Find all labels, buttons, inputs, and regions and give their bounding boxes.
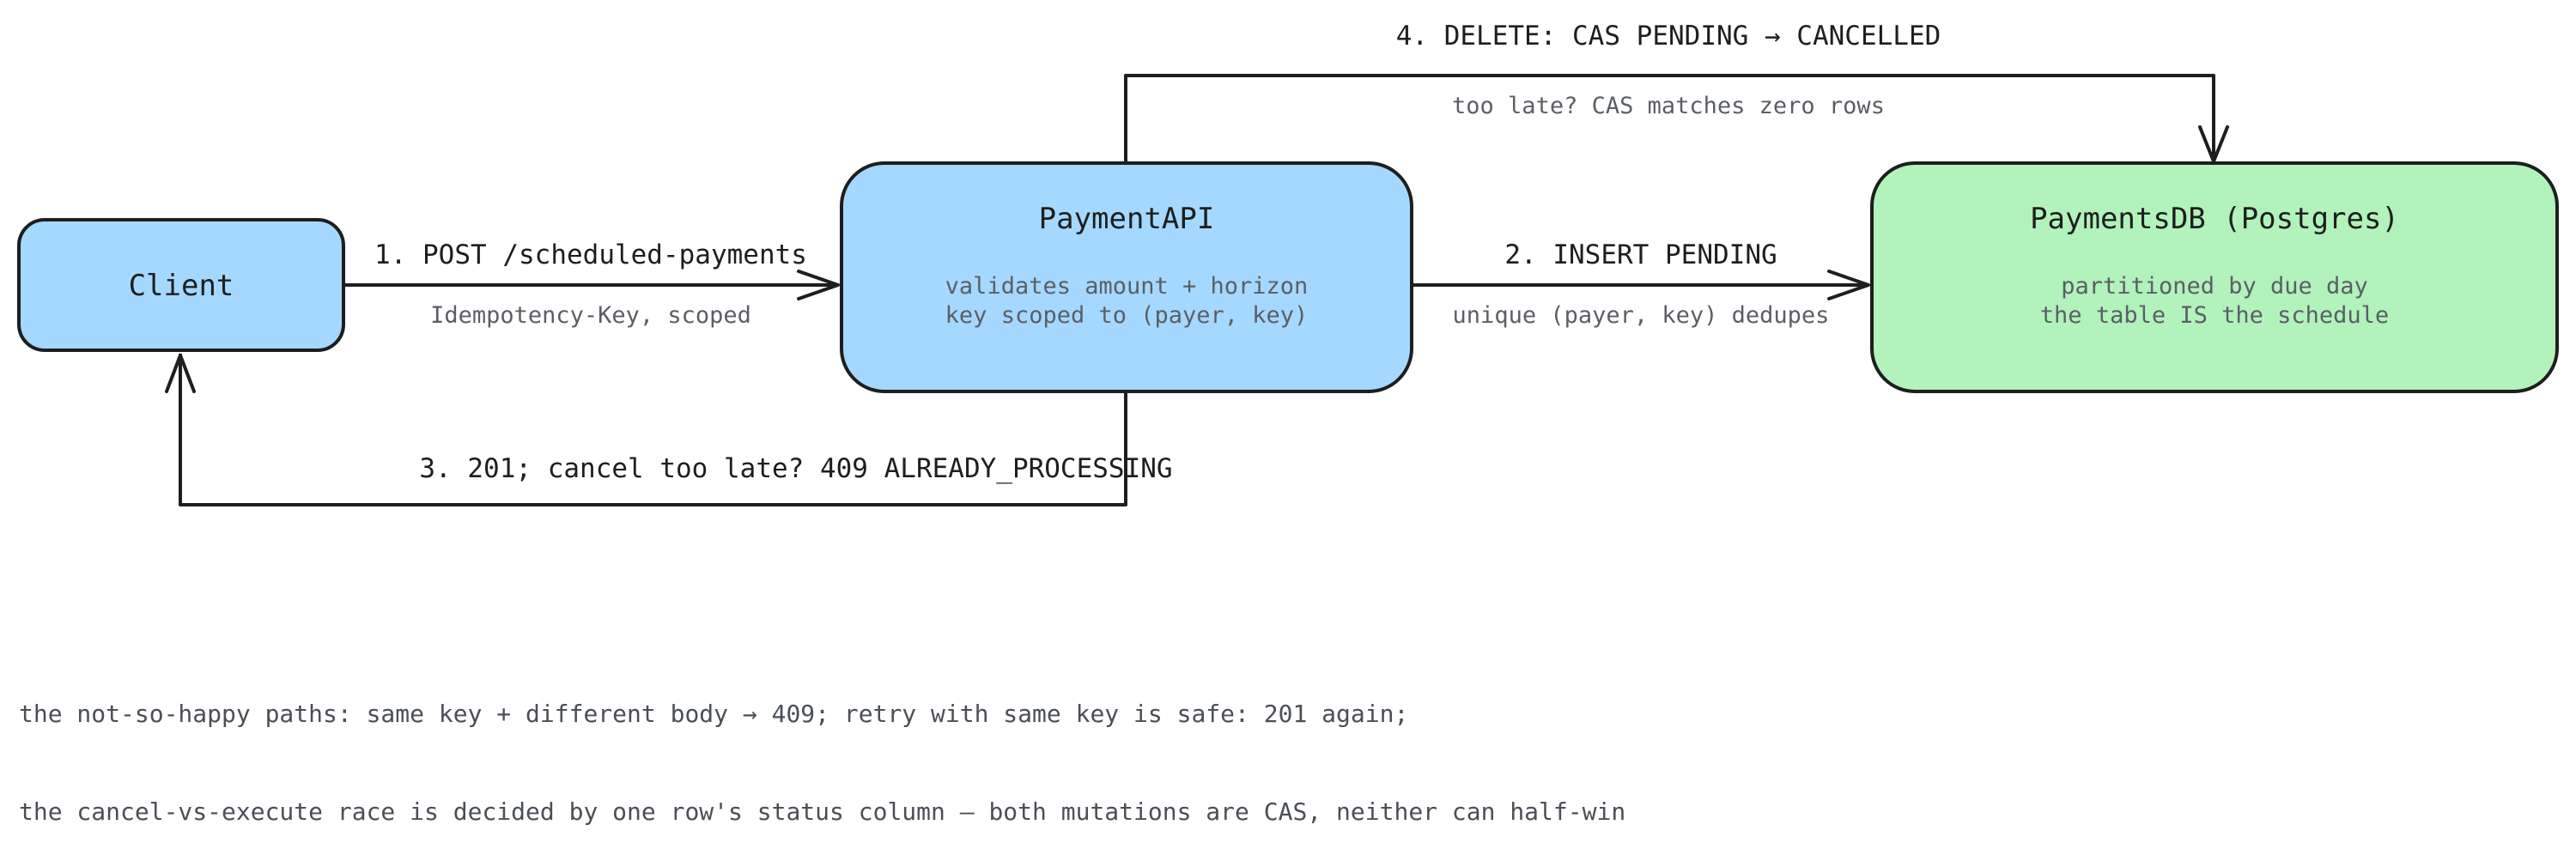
edge-post-sublabel: Idempotency-Key, scoped — [430, 302, 751, 329]
edge-delete-label: 4. DELETE: CAS PENDING → CANCELLED — [1396, 21, 1941, 52]
node-payment-api-detail-2: key scoped to (payer, key) — [945, 302, 1309, 329]
node-payment-api-title: PaymentAPI — [1039, 202, 1215, 236]
edge-delete-sublabel: too late? CAS matches zero rows — [1452, 93, 1885, 119]
node-client: Client — [17, 218, 345, 352]
edge-delete-line — [1124, 74, 2215, 161]
node-payment-api: PaymentAPI validates amount + horizon ke… — [840, 161, 1413, 393]
footnote-line-1: the not-so-happy paths: same key + diffe… — [19, 700, 1409, 728]
edge-response-arrowhead — [165, 354, 196, 393]
edge-delete: 4. DELETE: CAS PENDING → CANCELLED too l… — [1124, 21, 2229, 163]
node-payments-db-detail-2: the table IS the schedule — [2040, 302, 2389, 329]
edge-response-label: 3. 201; cancel too late? 409 ALREADY_PRO… — [419, 453, 1172, 484]
node-client-title: Client — [129, 269, 234, 303]
edge-insert: 2. INSERT PENDING unique (payer, key) de… — [1413, 240, 1870, 329]
edge-response: 3. 201; cancel too late? 409 ALREADY_PRO… — [165, 354, 1173, 506]
edge-insert-sublabel: unique (payer, key) dedupes — [1453, 302, 1830, 329]
edge-insert-label: 2. INSERT PENDING — [1504, 240, 1777, 270]
edge-post: 1. POST /scheduled-payments Idempotency-… — [343, 240, 840, 329]
footnote-line-2: the cancel-vs-execute race is decided by… — [19, 797, 1626, 826]
node-payment-api-detail-1: validates amount + horizon — [945, 273, 1309, 300]
node-payment-api-box — [840, 161, 1413, 393]
edge-insert-arrowhead — [1827, 270, 1870, 300]
node-payments-db: PaymentsDB (Postgres) partitioned by due… — [1870, 161, 2559, 393]
node-payments-db-title: PaymentsDB (Postgres) — [2030, 202, 2399, 236]
node-client-box — [17, 218, 345, 352]
edge-post-label: 1. POST /scheduled-payments — [374, 240, 807, 270]
node-payments-db-detail-1: partitioned by due day — [2061, 273, 2368, 300]
flow-diagram: 4. DELETE: CAS PENDING → CANCELLED too l… — [17, 21, 2559, 506]
edge-post-arrowhead — [797, 270, 840, 300]
node-payments-db-box — [1870, 161, 2559, 393]
footnote: the not-so-happy paths: same key + diffe… — [19, 633, 1625, 861]
edge-response-line — [179, 354, 1127, 506]
